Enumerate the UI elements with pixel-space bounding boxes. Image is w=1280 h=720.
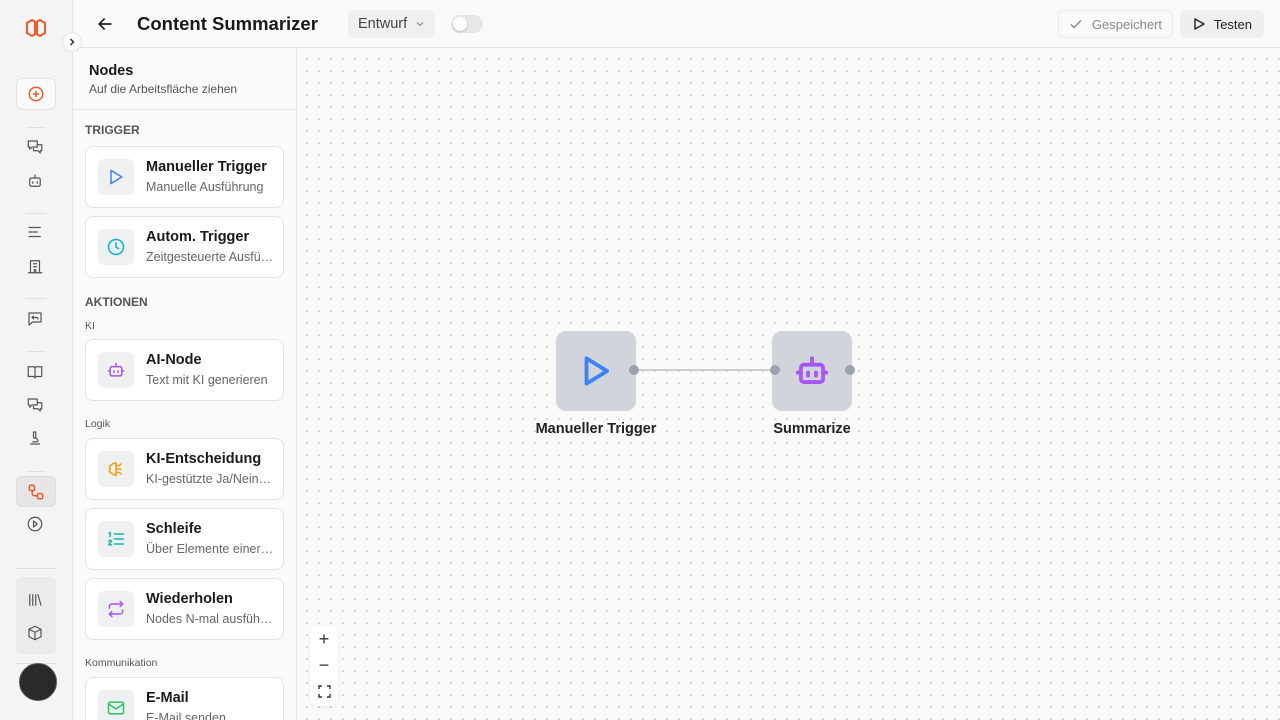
brain-icon xyxy=(98,451,134,487)
mail-icon xyxy=(98,690,134,720)
package-icon[interactable] xyxy=(26,624,46,644)
section-actions: AKTIONEN xyxy=(85,295,148,309)
play-icon xyxy=(98,159,134,195)
group-ki: KI xyxy=(85,320,95,332)
arrow-left-icon xyxy=(97,18,112,30)
output-handle[interactable] xyxy=(845,365,855,375)
book-icon[interactable] xyxy=(26,363,46,383)
section-trigger: TRIGGER xyxy=(85,123,140,137)
zoom-out-button[interactable]: − xyxy=(318,654,330,675)
play-icon xyxy=(584,356,609,386)
plus-circle-icon xyxy=(28,86,44,102)
workflow-icon xyxy=(28,484,44,499)
workflow-nav-active[interactable] xyxy=(16,476,56,507)
bot-icon xyxy=(795,356,829,384)
building-icon[interactable] xyxy=(26,257,46,277)
left-rail xyxy=(0,0,73,720)
new-button[interactable] xyxy=(16,78,56,110)
group-logik: Logik xyxy=(85,418,111,430)
test-button[interactable]: Testen xyxy=(1179,10,1264,38)
canvas-node-summarize[interactable] xyxy=(772,331,852,411)
canvas-node-label: Manueller Trigger xyxy=(535,421,657,437)
clock-icon xyxy=(98,229,134,265)
panel-subtitle: Auf die Arbeitsfläche ziehen xyxy=(89,82,238,96)
group-kommunikation: Kommunikation xyxy=(85,657,158,669)
connection-edge xyxy=(634,369,775,371)
fit-view-icon xyxy=(317,684,331,698)
chats-icon[interactable] xyxy=(26,396,46,416)
bot-icon xyxy=(98,352,134,388)
status-value: Entwurf xyxy=(358,16,408,32)
nodes-panel: Nodes Auf die Arbeitsfläche ziehen TRIGG… xyxy=(73,49,297,720)
bot-icon[interactable] xyxy=(26,172,46,192)
library-icon[interactable] xyxy=(26,591,46,611)
fit-view-button[interactable] xyxy=(310,678,338,704)
zoom-controls: + − xyxy=(310,626,338,706)
canvas-node-label: Summarize xyxy=(773,421,851,437)
check-icon xyxy=(1070,20,1082,29)
header: Content Summarizer Entwurf Gespeichert T… xyxy=(73,0,1280,48)
saved-button[interactable]: Gespeichert xyxy=(1057,10,1173,38)
status-select[interactable]: Entwurf xyxy=(348,10,436,38)
repeat-icon xyxy=(98,591,134,627)
play-circle-icon[interactable] xyxy=(26,515,46,535)
logo-icon[interactable] xyxy=(23,17,49,39)
chevron-down-icon xyxy=(416,22,424,27)
zoom-in-button[interactable]: + xyxy=(318,628,330,649)
lines-icon[interactable] xyxy=(26,223,46,243)
play-icon xyxy=(1193,18,1205,30)
page-title: Content Summarizer xyxy=(137,13,318,34)
message-reply-icon[interactable] xyxy=(26,310,46,330)
panel-title: Nodes xyxy=(89,63,134,79)
back-button[interactable] xyxy=(95,14,115,39)
library-group xyxy=(16,577,56,654)
list-ordered-icon xyxy=(98,521,134,557)
microscope-icon[interactable] xyxy=(26,429,46,449)
input-handle[interactable] xyxy=(770,365,780,375)
canvas-node-manual-trigger[interactable] xyxy=(556,331,636,411)
collapse-sidebar-button[interactable] xyxy=(62,32,82,52)
output-handle[interactable] xyxy=(629,365,639,375)
chevron-right-icon xyxy=(69,38,75,46)
avatar[interactable] xyxy=(19,663,57,701)
chats-icon[interactable] xyxy=(26,138,46,158)
active-toggle[interactable] xyxy=(451,15,483,33)
workflow-canvas[interactable]: Manueller Trigger Summarize + − xyxy=(297,49,1280,720)
